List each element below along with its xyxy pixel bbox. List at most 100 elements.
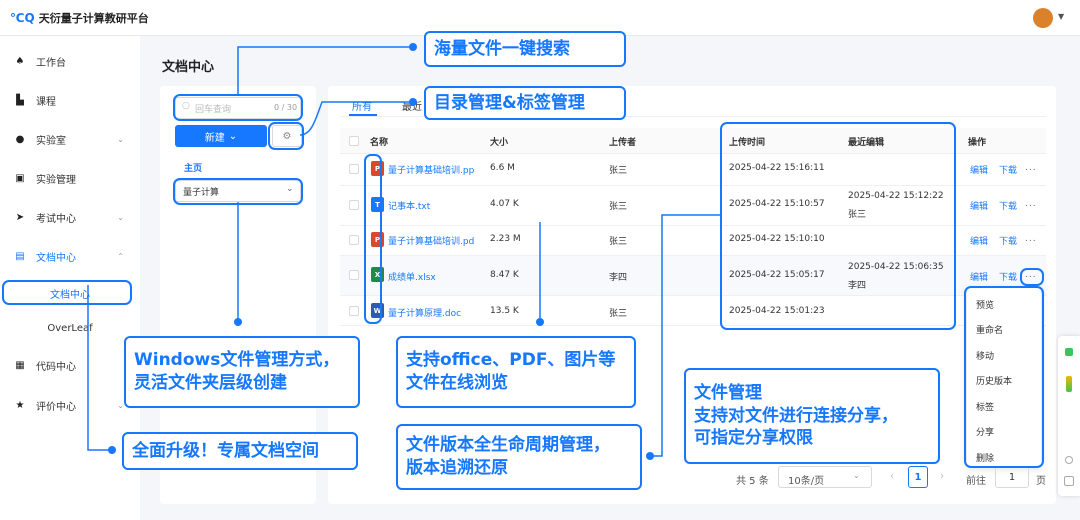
- row-checkbox[interactable]: [349, 306, 359, 316]
- column-header-last-edit[interactable]: 最近编辑: [848, 138, 885, 148]
- tab-all[interactable]: 所有: [352, 102, 372, 113]
- more-actions[interactable]: ...: [1025, 234, 1037, 244]
- sidebar-item-lab[interactable]: ● 实验室 ⌄: [0, 124, 140, 154]
- chevron-down-icon: ⌄: [117, 134, 124, 144]
- file-size: 13.5 K: [490, 306, 519, 316]
- file-name[interactable]: 成绩单.xlsx: [388, 273, 436, 283]
- download-link[interactable]: 下载: [999, 166, 1018, 176]
- file-name[interactable]: 量子计算基础培训.pd: [388, 237, 475, 247]
- callout-text: 版本追溯还原: [406, 458, 508, 478]
- callout-text: 灵活文件夹层级创建: [134, 373, 287, 393]
- sidebar-item-lab-management[interactable]: ▣实验管理: [0, 163, 140, 193]
- app-logo[interactable]: ℃Q 天衍量子计算教研平台: [10, 10, 149, 26]
- callout-directory: 目录管理&标签管理: [424, 86, 626, 120]
- file-uploader: 张三: [609, 237, 628, 247]
- column-header-size[interactable]: 大小: [490, 138, 509, 148]
- image-icon[interactable]: [1064, 476, 1074, 486]
- home-folder-label[interactable]: 主页: [184, 164, 203, 174]
- download-link[interactable]: 下载: [999, 273, 1018, 283]
- menu-item-preview[interactable]: 预览: [976, 301, 995, 311]
- sidebar-item-code[interactable]: ▦代码中心: [0, 350, 140, 380]
- status-icon[interactable]: [1065, 348, 1073, 356]
- callout-text: Windows文件管理方式，: [134, 350, 340, 371]
- edit-link[interactable]: 编辑: [970, 273, 989, 283]
- last-editor: 李四: [848, 281, 867, 291]
- edit-link[interactable]: 编辑: [970, 166, 989, 176]
- next-page-icon[interactable]: ›: [940, 471, 944, 482]
- sidebar-subitem-overleaf[interactable]: OverLeaf: [47, 322, 93, 334]
- callout-text: 可指定分享权限: [694, 428, 813, 449]
- home-icon: ♠: [15, 55, 25, 67]
- download-link[interactable]: 下载: [999, 202, 1018, 212]
- search-char-count: 0 / 30: [274, 103, 298, 112]
- download-link[interactable]: 下载: [999, 237, 1018, 247]
- menu-item-rename[interactable]: 重命名: [976, 326, 1004, 336]
- gauge-icon: ●: [15, 133, 25, 145]
- page-size-select[interactable]: [778, 466, 872, 488]
- row-checkbox[interactable]: [349, 164, 359, 174]
- tab-recent[interactable]: 最近: [402, 102, 422, 113]
- tabs-divider: [340, 116, 1046, 117]
- avatar[interactable]: [1033, 8, 1053, 28]
- file-uploader: 李四: [609, 273, 628, 283]
- sidebar-subitem-docs[interactable]: 文档中心: [50, 289, 90, 301]
- floating-toolbar: [1058, 336, 1080, 496]
- sidebar-item-label: 评价中心: [36, 401, 76, 413]
- more-actions[interactable]: ...: [1025, 199, 1037, 209]
- page-suffix: 页: [1036, 476, 1046, 487]
- sidebar-item-workbench[interactable]: ♠ 工作台: [0, 46, 140, 76]
- chart-icon: ▙: [16, 94, 24, 106]
- menu-item-delete[interactable]: 删除: [976, 454, 995, 464]
- callout-browse: 支持office、PDF、图片等文件在线浏览: [396, 336, 636, 408]
- table-row[interactable]: [340, 154, 1046, 186]
- meter-icon[interactable]: [1066, 376, 1072, 392]
- upload-time: 2025-04-22 15:10:10: [729, 234, 825, 244]
- more-actions[interactable]: ...: [1025, 163, 1037, 173]
- menu-highlight: [964, 286, 1044, 468]
- column-header-name[interactable]: 名称: [370, 138, 389, 148]
- row-checkbox[interactable]: [349, 235, 359, 245]
- callout-text: 支持对文件进行连接分享，: [694, 405, 898, 426]
- sidebar-item-exam[interactable]: ➤考试中心⌄: [0, 202, 140, 232]
- connector-dot: [409, 98, 417, 106]
- column-header-upload-time[interactable]: 上传时间: [729, 138, 766, 148]
- column-header-actions: 操作: [968, 138, 987, 148]
- sidebar-item-docs[interactable]: ▤文档中心⌃: [0, 241, 140, 271]
- menu-item-history[interactable]: 历史版本: [976, 377, 1013, 387]
- new-button[interactable]: 新建⌄: [175, 125, 267, 147]
- chevron-down-icon: ⌄: [228, 130, 238, 142]
- folder-select[interactable]: [175, 180, 301, 202]
- goto-page-input[interactable]: 1: [995, 466, 1029, 488]
- menu-item-move[interactable]: 移动: [976, 352, 995, 362]
- sidebar-item-label: 工作台: [36, 57, 66, 69]
- pagination-total: 共 5 条: [736, 476, 769, 487]
- sidebar-item-course[interactable]: ▙课程: [0, 85, 140, 115]
- goto-label: 前往: [966, 476, 986, 487]
- edit-link[interactable]: 编辑: [970, 202, 989, 212]
- column-header-uploader[interactable]: 上传者: [609, 138, 637, 148]
- select-all-checkbox[interactable]: [349, 136, 359, 146]
- row-checkbox[interactable]: [349, 270, 359, 280]
- sidebar-item-evaluation[interactable]: ★评价中心⌄: [0, 390, 140, 420]
- caret-down-icon[interactable]: ▼: [1058, 12, 1065, 21]
- edit-link[interactable]: 编辑: [970, 237, 989, 247]
- folder-select-value: 量子计算: [183, 188, 220, 198]
- file-uploader: 张三: [609, 202, 628, 212]
- file-name[interactable]: 量子计算原理.doc: [388, 309, 462, 319]
- connector-dot: [108, 446, 116, 454]
- callout-search: 海量文件一键搜索: [424, 31, 626, 67]
- refresh-icon[interactable]: [1065, 456, 1073, 464]
- time-columns-highlight: [720, 122, 956, 330]
- prev-page-icon[interactable]: ‹: [890, 471, 894, 482]
- connector-dot: [536, 318, 544, 326]
- more-actions[interactable]: ...: [1025, 270, 1037, 280]
- file-name[interactable]: 记事本.txt: [388, 202, 431, 212]
- last-edit-time: 2025-04-22 15:12:22: [848, 191, 944, 201]
- current-page-button[interactable]: 1: [908, 466, 928, 488]
- menu-item-tags[interactable]: 标签: [976, 403, 995, 413]
- menu-item-share[interactable]: 分享: [976, 428, 995, 438]
- settings-button[interactable]: ⚙: [272, 125, 302, 147]
- row-checkbox[interactable]: [349, 200, 359, 210]
- file-name[interactable]: 量子计算基础培训.pp: [388, 166, 475, 176]
- sidebar-item-label: 实验室: [36, 135, 66, 147]
